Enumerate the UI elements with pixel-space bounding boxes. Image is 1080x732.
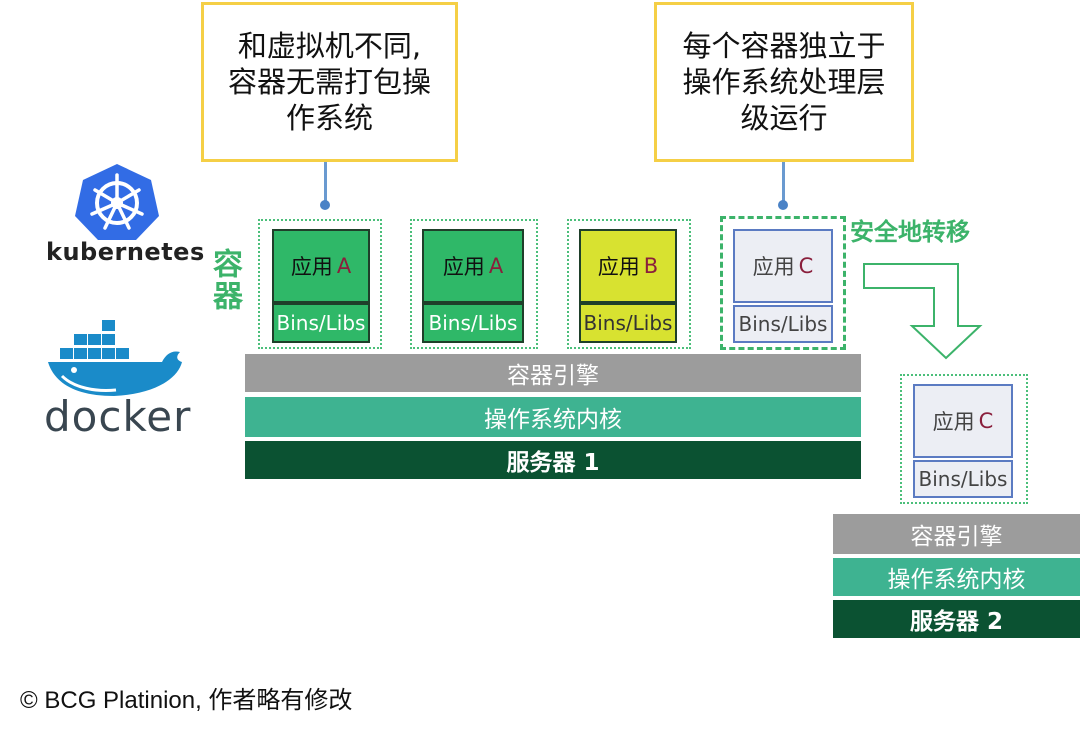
app-suffix: A <box>336 254 352 278</box>
container-vertical-label: 容器 <box>207 248 242 312</box>
app-suffix: B <box>643 254 659 278</box>
server-layer-1: 服务器 1 <box>245 441 861 479</box>
os-kernel-layer-2: 操作系统内核 <box>833 558 1080 596</box>
move-arrow <box>862 262 986 360</box>
kubernetes-helm-icon <box>75 164 159 240</box>
container-engine-layer-1: 容器引擎 <box>245 354 861 392</box>
callout-connector-left <box>324 162 327 202</box>
container-libs-b: Bins/Libs <box>579 303 677 343</box>
container-frame-app-a-2 <box>410 219 538 349</box>
container-frame-app-c-moved <box>900 374 1028 504</box>
source-credit: © BCG Platinion, 作者略有修改 <box>20 687 353 714</box>
app-suffix: C <box>798 254 814 278</box>
container-frame-app-c <box>720 216 846 350</box>
app-label: 应用 <box>442 255 485 279</box>
server-layer-2: 服务器 2 <box>833 600 1080 638</box>
container-frame-app-a-1 <box>258 219 382 349</box>
container-libs-c-moved: Bins/Libs <box>913 460 1013 498</box>
docker-wordmark: docker <box>44 392 192 441</box>
callout-connector-right <box>782 162 785 202</box>
bent-arrow-icon <box>863 263 983 360</box>
callout-vm-comparison: 和虚拟机不同, 容器无需打包操 作系统 <box>201 2 458 162</box>
kubernetes-wordmark: kubernetes <box>46 238 205 266</box>
app-label: 应用 <box>932 410 975 434</box>
os-kernel-layer-1: 操作系统内核 <box>245 397 861 437</box>
callout-independent-run: 每个容器独立于 操作系统处理层 级运行 <box>654 2 914 162</box>
connector-dot-left <box>320 200 330 210</box>
container-libs-a-2: Bins/Libs <box>422 303 524 343</box>
move-safely-label: 安全地转移 <box>850 218 970 246</box>
container-libs-a-1: Bins/Libs <box>272 303 370 343</box>
app-suffix: C <box>978 409 994 433</box>
docker-whale-icon <box>48 320 182 396</box>
app-label: 应用 <box>752 255 795 279</box>
app-label: 应用 <box>597 255 640 279</box>
connector-dot-right <box>778 200 788 210</box>
docker-logo <box>44 318 194 398</box>
kubernetes-logo <box>74 162 160 242</box>
app-label: 应用 <box>290 255 333 279</box>
container-libs-c: Bins/Libs <box>733 305 833 343</box>
container-engine-layer-2: 容器引擎 <box>833 514 1080 554</box>
container-frame-app-b <box>567 219 691 349</box>
app-suffix: A <box>488 254 504 278</box>
